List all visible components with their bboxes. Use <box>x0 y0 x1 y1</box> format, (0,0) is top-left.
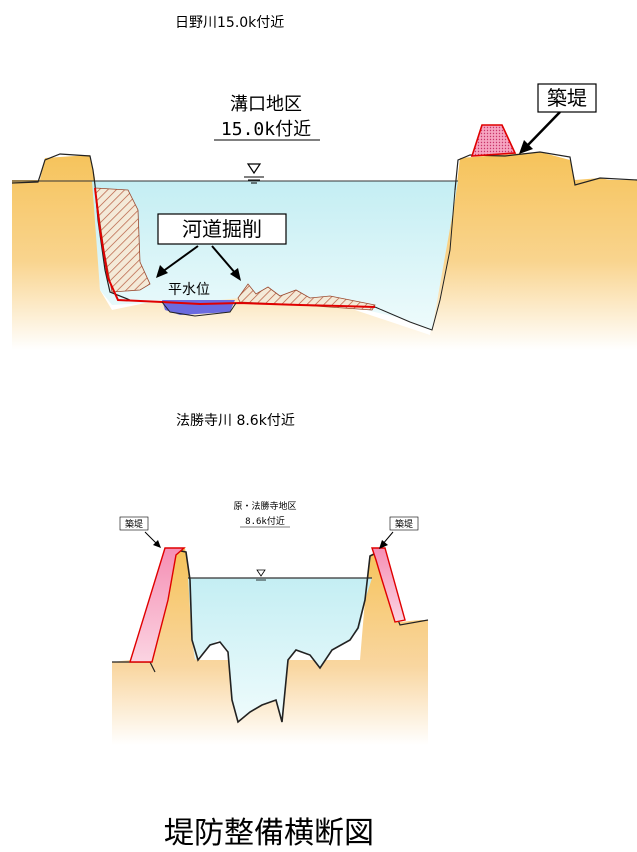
section2-station: 8.6k付近 <box>245 515 285 527</box>
embankment-label-2-right: 築堤 <box>395 518 413 530</box>
embankment-right-2 <box>371 547 406 623</box>
ground-section2 <box>112 548 428 745</box>
embankment-label-box-1 <box>537 83 597 113</box>
section1-station: 15.0k付近 <box>221 119 311 140</box>
embankment-label-box-2-left <box>119 516 149 531</box>
embankment-label-1: 築堤 <box>547 86 587 110</box>
section2-caption: 法勝寺川 8.6k付近 <box>176 413 295 429</box>
excavation-label: 河道掘削 <box>182 217 262 241</box>
excavation-label-box <box>157 213 287 245</box>
embankment-label-2-left: 築堤 <box>125 518 143 530</box>
section2-district: 原・法勝寺地区 <box>233 500 296 512</box>
water-level-label: 平水位 <box>168 282 210 298</box>
embankment-section1 <box>470 124 517 157</box>
water-body-2 <box>188 578 372 720</box>
cross-section-diagram-2: 原・法勝寺地区 8.6k付近 築堤 築堤 <box>112 500 429 745</box>
section1-district: 溝口地区 <box>230 94 302 115</box>
section1-caption: 日野川15.0k付近 <box>175 15 285 31</box>
planned-riverbed-line <box>94 187 376 308</box>
diagram-title: 堤防整備横断図 <box>164 816 374 851</box>
embankment-left-2 <box>129 547 186 663</box>
embankment-label-box-2-right <box>389 516 419 531</box>
